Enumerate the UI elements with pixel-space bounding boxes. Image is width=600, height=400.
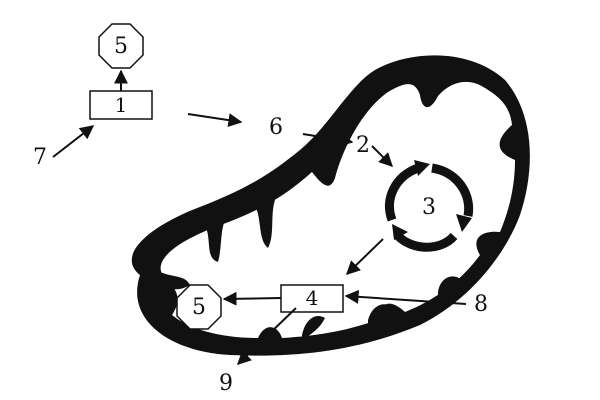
octagon-bottom-label: 5 bbox=[192, 295, 206, 320]
mitochondrion-matrix bbox=[160, 81, 515, 338]
arrow-2-to-cycle bbox=[371, 145, 393, 167]
label-7: 7 bbox=[33, 145, 47, 170]
label-6: 6 bbox=[269, 115, 283, 140]
crista-fold-1 bbox=[255, 200, 275, 248]
crista-fold-5 bbox=[368, 304, 392, 326]
arrow-8-to-4 bbox=[344, 289, 467, 305]
arrow-4-to-9 bbox=[236, 307, 297, 365]
octagon-bottom bbox=[176, 284, 222, 330]
box-bottom bbox=[280, 284, 344, 313]
arrow-7-to-1 bbox=[52, 125, 95, 158]
crista-fold-2 bbox=[205, 220, 225, 262]
box-top-label: 1 bbox=[115, 93, 128, 117]
arrow-4-to-5 bbox=[222, 291, 282, 306]
crista-fold-6 bbox=[438, 276, 462, 298]
arrow-6-to-2 bbox=[302, 133, 354, 147]
crista-fold-3 bbox=[160, 272, 190, 290]
octagon-top-label: 5 bbox=[114, 34, 128, 59]
krebs-cycle-icon bbox=[385, 160, 474, 252]
label-9: 9 bbox=[219, 371, 233, 396]
box-bottom-label: 4 bbox=[306, 286, 319, 310]
label-2: 2 bbox=[356, 133, 370, 158]
label-8: 8 bbox=[474, 292, 488, 317]
box-top bbox=[89, 90, 153, 120]
crista-fold-4 bbox=[302, 315, 325, 340]
octagon-top bbox=[98, 23, 144, 69]
label-3: 3 bbox=[422, 195, 436, 220]
arrow-1-to-6 bbox=[187, 113, 243, 128]
arrow-cycle-to-4 bbox=[345, 238, 384, 275]
